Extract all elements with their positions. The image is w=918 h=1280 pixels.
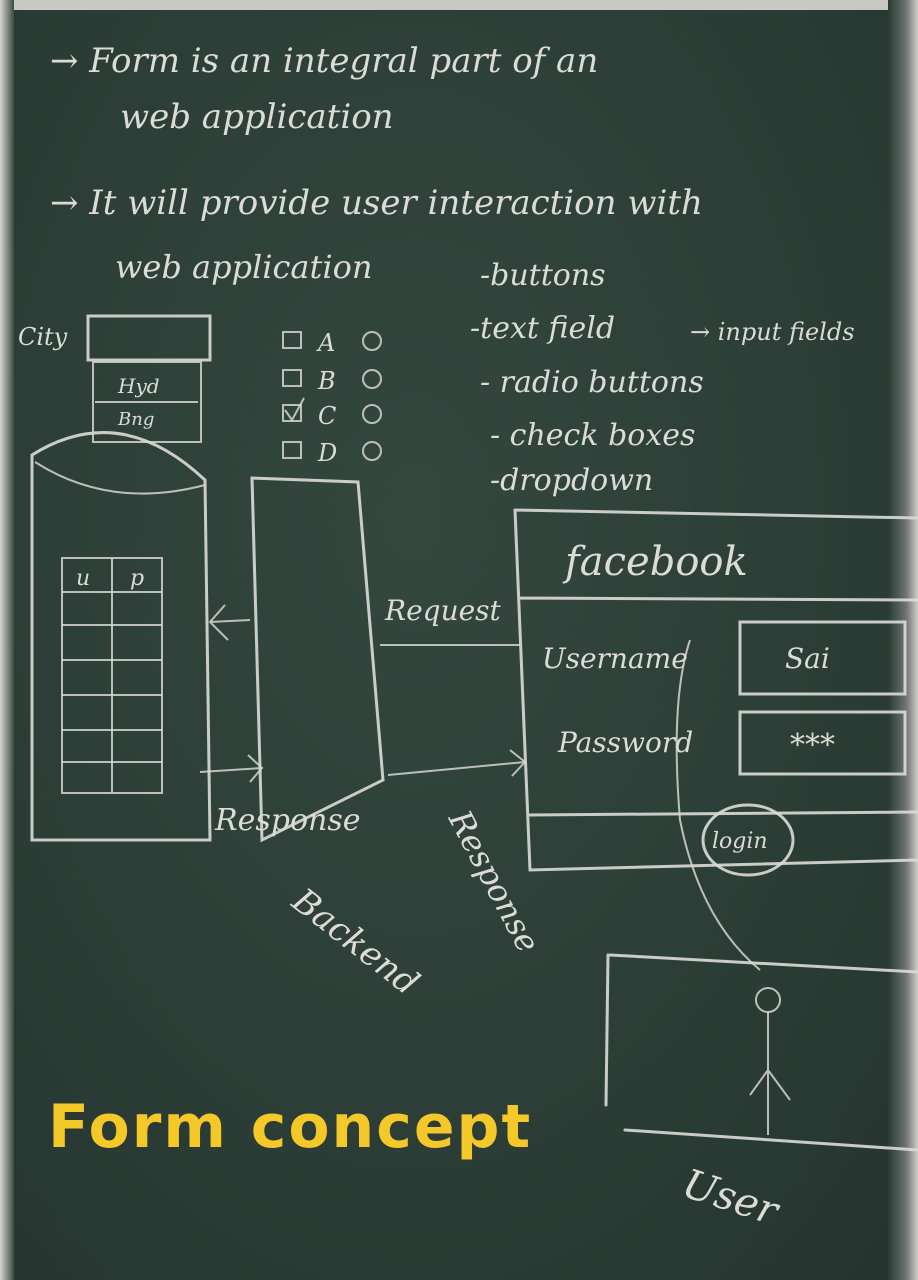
city-label: City [18, 323, 68, 351]
element-check-boxes: - check boxes [490, 418, 695, 453]
response-label-2: Response [440, 803, 547, 959]
element-radio-buttons: - radio buttons [480, 365, 704, 400]
dropdown-option-hyd: Hyd [117, 374, 160, 398]
line-4-text: web application [115, 248, 372, 286]
arrow-to-server [199, 754, 264, 783]
user-sketch: User [604, 953, 918, 1236]
element-text-field: -text field [470, 311, 615, 346]
password-value: *** [790, 728, 835, 763]
table-header-u: u [76, 566, 90, 591]
line-1-text: → Form is an integral part of an [50, 41, 598, 81]
username-label: Username [542, 642, 688, 675]
option-d: D [317, 439, 337, 467]
login-button [701, 803, 795, 877]
line-2-text: web application [120, 97, 394, 137]
option-c: C [318, 402, 336, 430]
line-3-text: → It will provide user interaction with [50, 183, 703, 223]
login-label: login [712, 829, 768, 854]
password-label: Password [557, 726, 693, 759]
board-frame-right [888, 0, 918, 1280]
city-dropdown-box [86, 314, 212, 362]
option-b: B [317, 367, 336, 395]
request-label: Request [384, 594, 502, 627]
user-label: User [677, 1161, 786, 1236]
board-frame-top [0, 0, 918, 10]
password-field [738, 710, 907, 776]
facebook-login-sketch: facebook Username Sai Password *** login [513, 508, 918, 971]
response-label-1: Response [214, 803, 360, 838]
facebook-title: facebook [562, 539, 748, 585]
element-dropdown: -dropdown [490, 463, 653, 498]
username-value: Sai [785, 642, 830, 675]
arrow-to-database [208, 604, 251, 641]
response-arrow [387, 749, 527, 777]
dropdown-option-bng: Bng [117, 409, 154, 430]
board-frame-left [0, 0, 14, 1280]
form-concept-caption: Form concept [48, 1092, 533, 1162]
element-buttons: -buttons [480, 258, 606, 293]
table-header-p: p [130, 566, 144, 591]
database-sketch: u p [30, 431, 212, 842]
option-a: A [316, 329, 335, 357]
server-sketch [250, 476, 385, 843]
backend-label: Backend [284, 880, 427, 1004]
username-field [738, 620, 907, 696]
checkbox-group: A B C D [282, 329, 382, 467]
input-fields-note: → input fields [690, 318, 855, 346]
